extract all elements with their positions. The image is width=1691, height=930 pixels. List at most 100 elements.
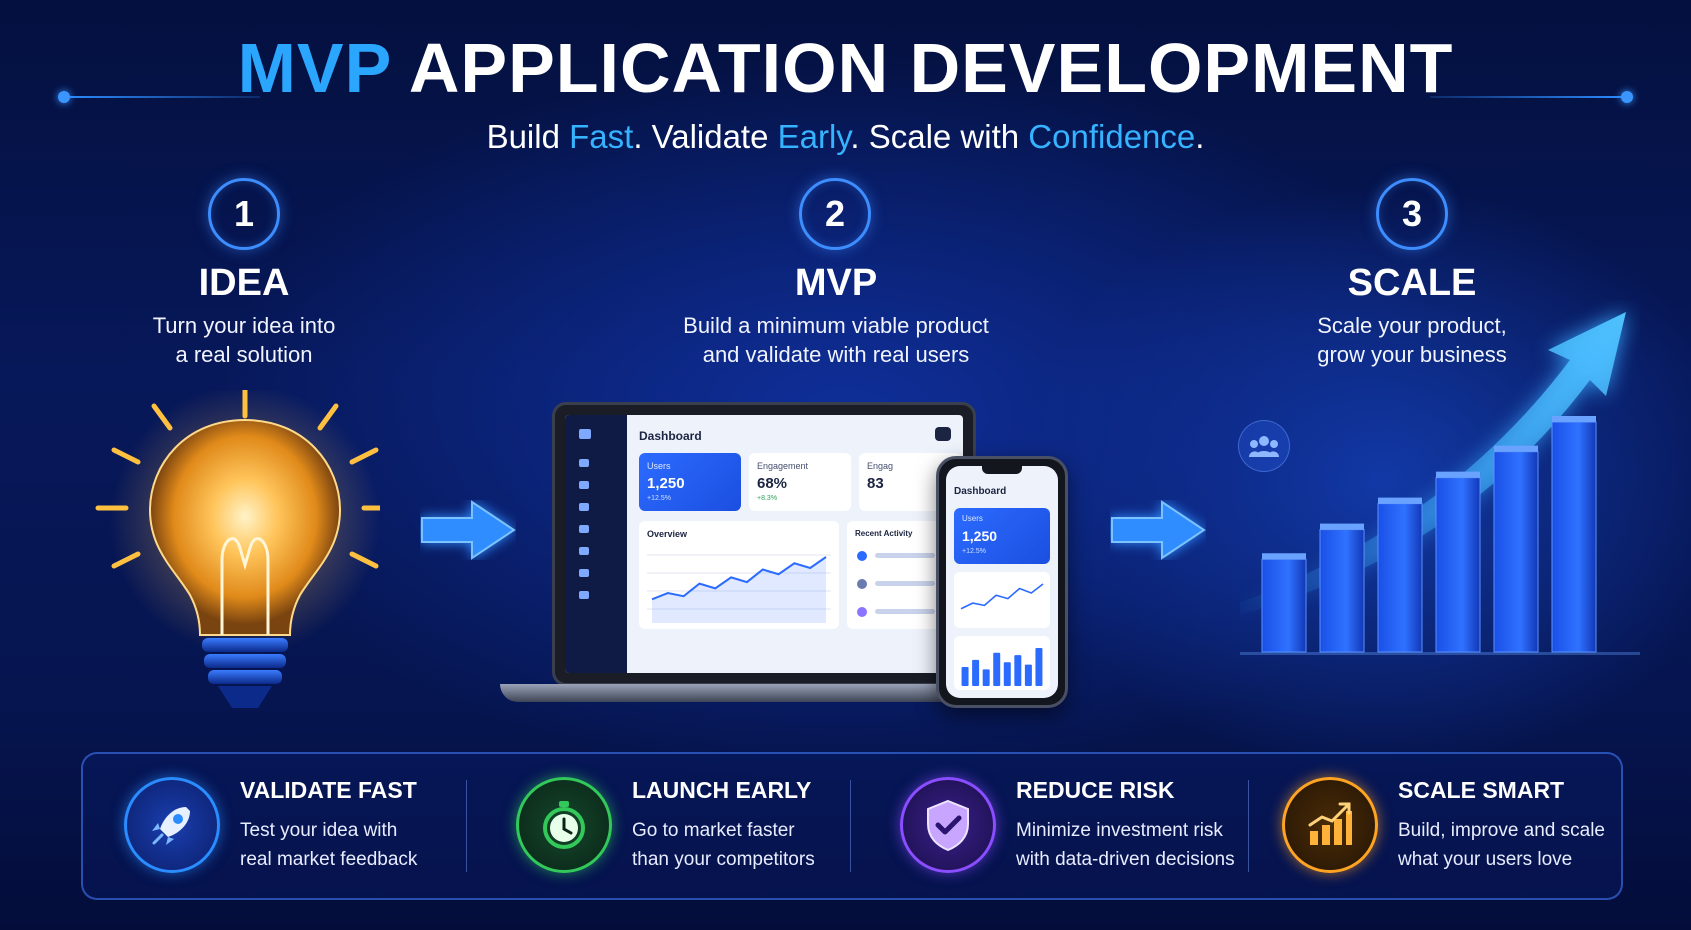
card-value: 68%	[757, 475, 788, 492]
laptop-avatar-icon[interactable]	[935, 427, 951, 441]
growth-bar	[1435, 477, 1481, 653]
sidebar-nav-icon[interactable]	[579, 547, 589, 555]
phone-line-card	[954, 572, 1050, 628]
feature-divider	[850, 780, 851, 872]
card-delta: +8.3%	[757, 495, 778, 502]
page-title: MVP APPLICATION DEVELOPMENT	[0, 28, 1691, 108]
subtitle-part: .	[1195, 118, 1205, 155]
growth-bar	[1493, 451, 1539, 653]
sidebar-nav-icon[interactable]	[579, 459, 589, 467]
sidebar-nav-icon[interactable]	[579, 503, 589, 511]
growth-bar-top	[1436, 471, 1480, 478]
chart-bar	[1035, 648, 1043, 686]
activity-dot	[857, 607, 867, 617]
growth-bar	[1377, 503, 1423, 653]
subtitle-highlight: Fast	[569, 118, 634, 155]
step-2-desc: Build a minimum viable product and valida…	[626, 311, 1046, 369]
feature-divider	[1248, 780, 1249, 872]
card-label: Engag	[867, 461, 894, 471]
growth-bar-top	[1494, 445, 1538, 452]
laptop: Dashboard Users 1,250 +12.5% Engagement …	[552, 402, 976, 686]
phone-screen: Dashboard Users 1,250 +12.5%	[946, 466, 1058, 698]
sidebar-nav-icon[interactable]	[579, 569, 589, 577]
card-label: Users	[962, 514, 983, 523]
card-label: Users	[647, 461, 671, 471]
arrow-right-icon	[1111, 500, 1206, 560]
subtitle-part: . Scale with	[850, 118, 1029, 155]
activity-line	[875, 553, 935, 558]
growth-baseline	[1240, 652, 1640, 655]
header-dot-left	[58, 91, 70, 103]
step-1-desc-line: a real solution	[175, 342, 313, 367]
card-delta: +12.5%	[962, 548, 986, 555]
bar-growth-icon	[1282, 777, 1378, 873]
laptop-screen: Dashboard Users 1,250 +12.5% Engagement …	[565, 415, 963, 673]
overview-line-chart	[647, 554, 831, 623]
feature-desc: Build, improve and scale what your users …	[1398, 816, 1605, 874]
step-2-desc-line: and validate with real users	[702, 342, 970, 367]
step-1-desc-line: Turn your idea into	[152, 313, 336, 338]
sidebar-nav-icon[interactable]	[579, 525, 589, 533]
phone-bar-chart	[961, 648, 1043, 686]
growth-chart-icon	[1240, 312, 1640, 655]
laptop-dashboard-title: Dashboard	[639, 429, 702, 443]
title-accent: MVP	[237, 29, 392, 107]
growth-bar-top	[1378, 497, 1422, 504]
laptop-base	[500, 684, 1030, 702]
phone: Dashboard Users 1,250 +12.5%	[936, 456, 1068, 708]
page-subtitle: Build Fast. Validate Early. Scale with C…	[0, 118, 1691, 156]
growth-bar	[1551, 421, 1597, 653]
growth-arrow	[1240, 312, 1626, 615]
growth-bar	[1261, 558, 1307, 653]
feature-divider	[466, 780, 467, 872]
header-dot-right	[1621, 91, 1633, 103]
phone-line-chart	[960, 583, 1044, 610]
header-line-left	[64, 96, 260, 98]
step-2-desc-line: Build a minimum viable product	[683, 313, 989, 338]
step-3-desc-line: Scale your product,	[1317, 313, 1507, 338]
rocket-icon	[124, 777, 220, 873]
subtitle-part: Build	[486, 118, 570, 155]
sidebar-nav-icon[interactable]	[579, 481, 589, 489]
sidebar-nav-icon[interactable]	[579, 591, 589, 599]
overview-label: Overview	[647, 529, 688, 539]
step-3-desc-line: grow your business	[1317, 342, 1507, 367]
card-value: 1,250	[962, 528, 998, 544]
feature-desc-line: than your competitors	[632, 848, 815, 870]
feature-title: VALIDATE FAST	[240, 776, 417, 803]
step-2-title: MVP	[794, 262, 878, 304]
feature-desc-line: Test your idea with	[240, 819, 398, 841]
card-value: 1,250	[647, 475, 685, 492]
chart-line	[960, 583, 1044, 610]
card-label: Engagement	[757, 461, 809, 471]
laptop-card-engagement: Engagement 68% +8.3%	[749, 453, 851, 511]
card-delta: +12.5%	[647, 495, 671, 502]
feature-title: SCALE SMART	[1398, 776, 1565, 803]
chart-bar	[982, 669, 990, 686]
subtitle-highlight: Confidence	[1028, 118, 1196, 155]
title-rest: APPLICATION DEVELOPMENT	[391, 29, 1454, 107]
laptop-sidebar	[565, 415, 627, 673]
chart-bar	[993, 652, 1001, 686]
feature-title: LAUNCH EARLY	[632, 776, 812, 803]
header-line-right	[1430, 96, 1626, 98]
feature-desc-line: Minimize investment risk	[1016, 819, 1223, 841]
phone-dashboard-title: Dashboard	[954, 486, 1007, 497]
activity-dot	[857, 551, 867, 561]
step-3-desc: Scale your product, grow your business	[1202, 311, 1622, 369]
activity-dot	[857, 579, 867, 589]
step-2-number: 2	[799, 178, 871, 250]
step-3-title: SCALE	[1347, 262, 1477, 304]
chart-bar	[972, 659, 980, 686]
stopwatch-icon	[516, 777, 612, 873]
step-1-number: 1	[208, 178, 280, 250]
laptop-overview-card: Overview	[639, 521, 839, 629]
feature-desc-line: what your users love	[1398, 848, 1573, 870]
chart-bar	[1003, 662, 1011, 686]
feature-desc-line: Build, improve and scale	[1398, 819, 1605, 841]
sidebar-logo-icon	[579, 429, 591, 439]
